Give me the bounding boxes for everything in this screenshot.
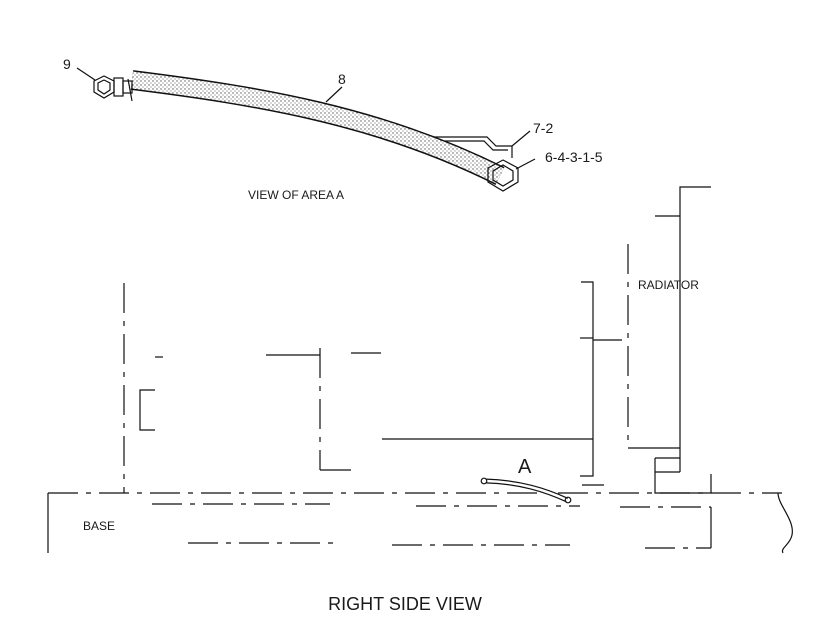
callout-8: 8 — [338, 71, 346, 87]
engine-outline — [123, 281, 622, 493]
bracket-inner — [430, 140, 508, 151]
leader-6-4-3-1-5 — [515, 158, 536, 170]
view-title: RIGHT SIDE VIEW — [328, 594, 482, 614]
hose-area-a — [480, 477, 572, 504]
area-a-marker: A — [518, 456, 532, 478]
right-side-view: A RADIATOR BASE — [47, 186, 793, 554]
bracket — [425, 136, 513, 158]
leader-7-2 — [511, 130, 531, 147]
hose — [130, 71, 504, 184]
callout-9: 9 — [63, 56, 71, 72]
base-label: BASE — [83, 519, 115, 533]
callout-6-4-3-1-5: 6-4-3-1-5 — [545, 149, 603, 165]
hex-fitting-left — [93, 75, 133, 102]
callout-7-2: 7-2 — [533, 120, 553, 136]
view-of-area-a-label: VIEW OF AREA A — [248, 188, 344, 202]
detail-view-area-a: 9 8 7-2 6-4-3-1-5 VIEW OF AREA A — [63, 56, 603, 202]
radiator-label: RADIATOR — [638, 278, 699, 292]
leader-9 — [76, 67, 96, 81]
base-outline — [47, 492, 793, 554]
leader-8 — [325, 86, 343, 103]
radiator-outline — [627, 186, 712, 494]
